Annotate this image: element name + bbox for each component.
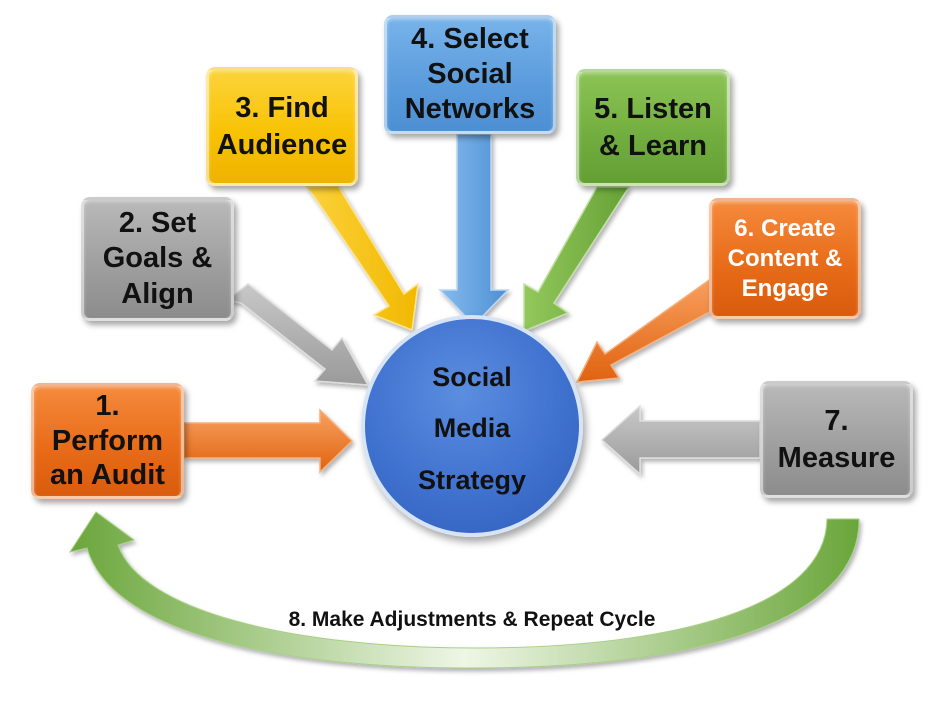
center-label: Social Media Strategy bbox=[417, 362, 527, 495]
cycle-arrow bbox=[68, 511, 860, 669]
step-7-label: 7. Measure bbox=[777, 405, 896, 474]
step-7-arrow bbox=[600, 404, 761, 476]
step-2-set-goals: 2. Set Goals & Align bbox=[81, 197, 234, 321]
step-5-label: 5. Listen & Learn bbox=[594, 93, 712, 162]
step-1-label: 1. Perform an Audit bbox=[50, 389, 165, 492]
step-7-measure: 7. Measure bbox=[760, 381, 913, 498]
step-6-arrow bbox=[575, 276, 730, 383]
step-3-arrow bbox=[305, 185, 419, 332]
cycle-label: 8. Make Adjustments & Repeat Cycle bbox=[288, 608, 656, 631]
step-5-listen-learn: 5. Listen & Learn bbox=[576, 69, 730, 186]
step-6-label: 6. Create Content & Engage bbox=[727, 214, 843, 302]
step-1-perform-audit: 1. Perform an Audit bbox=[31, 383, 184, 499]
step-2-label: 2. Set Goals & Align bbox=[102, 206, 213, 310]
step-4-label: 4. Select Social Networks bbox=[404, 23, 536, 125]
step-3-find-audience: 3. Find Audience bbox=[206, 67, 358, 186]
step-2-arrow bbox=[226, 283, 370, 386]
step-3-label: 3. Find Audience bbox=[216, 92, 348, 161]
step-6-create-content: 6. Create Content & Engage bbox=[709, 198, 861, 319]
step-4-select-networks: 4. Select Social Networks bbox=[384, 15, 556, 134]
step-5-arrow bbox=[523, 186, 631, 333]
step-4-arrow bbox=[438, 133, 510, 327]
center-strategy-circle: Social Media Strategy bbox=[361, 315, 583, 537]
step-1-arrow bbox=[183, 408, 354, 474]
